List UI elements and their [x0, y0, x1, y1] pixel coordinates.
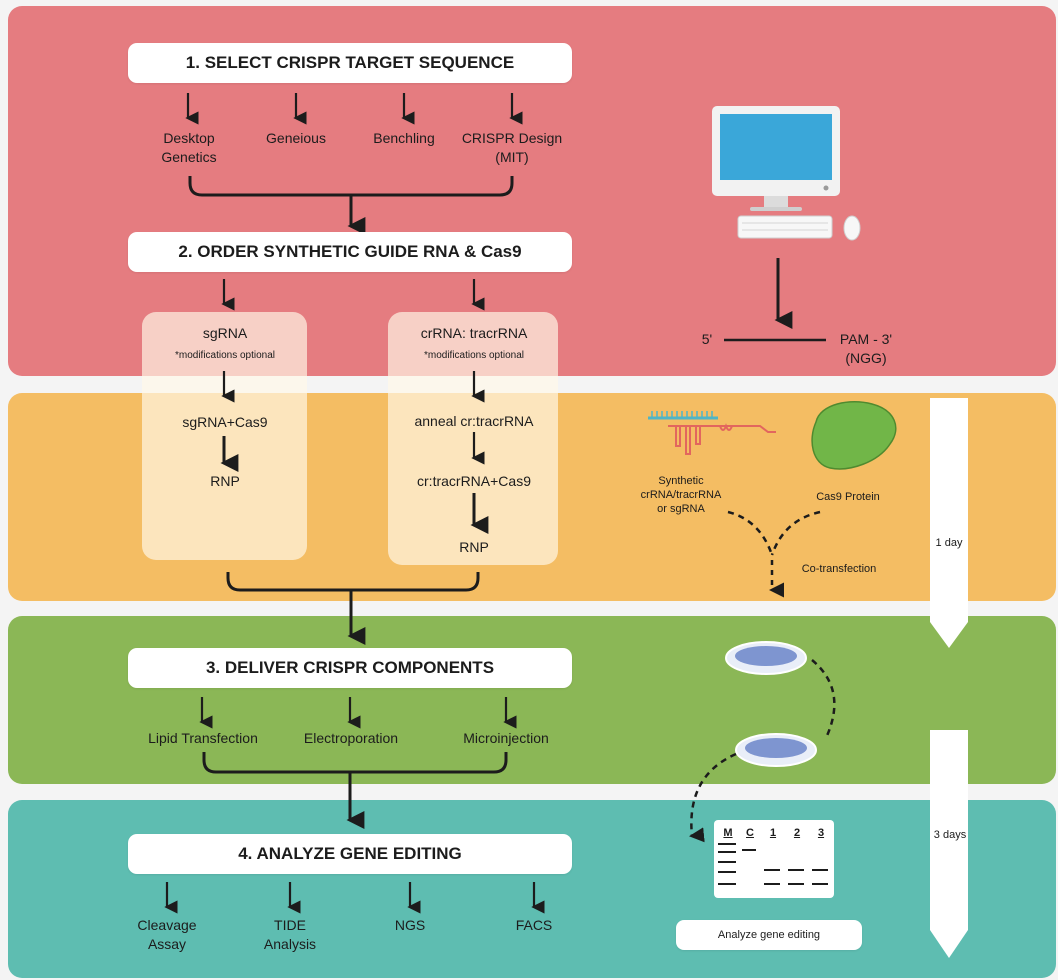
option-cleavage-assay: Cleavage Assay: [137, 917, 197, 952]
timeline-arrow-1day: [930, 398, 968, 648]
option-benchling: Benchling: [373, 130, 435, 146]
rna-strand-icon: [648, 411, 776, 455]
gel-lane-label: 2: [793, 827, 801, 839]
cotransfection-label: Co-transfection: [801, 563, 877, 575]
synthetic-rna-label: Synthetic crRNA/tracrRNA or sgRNA: [640, 475, 722, 515]
option-microinjection: Microinjection: [463, 730, 549, 746]
five-prime-label: 5': [701, 331, 713, 347]
petri-dish-icon: [725, 641, 807, 675]
timeline-1day: 1 day: [935, 537, 963, 549]
timeline-3days: 3 days: [933, 829, 967, 841]
option-geneious: Geneious: [266, 130, 326, 146]
sgrna-step-rnp: RNP: [210, 473, 240, 489]
pam-label: PAM - 3' (NGG): [839, 331, 893, 366]
gel-lane-label: C: [746, 827, 754, 839]
option-crispr-design: CRISPR Design (MIT): [461, 130, 563, 165]
petri-dish-icon: [735, 733, 817, 767]
computer-icon: [712, 106, 861, 241]
crrna-title: crRNA: tracrRNA: [420, 325, 528, 341]
gel-lane-label: 3: [817, 827, 825, 839]
step-2-title: 2. ORDER SYNTHETIC GUIDE RNA & Cas9: [128, 232, 572, 272]
gel-lane-label: 1: [769, 827, 777, 839]
step-3-title: 3. DELIVER CRISPR COMPONENTS: [128, 648, 572, 688]
option-ngs: NGS: [394, 917, 426, 933]
cas9-protein-label: Cas9 Protein: [816, 491, 880, 503]
option-desktop-genetics: Desktop Genetics: [161, 130, 217, 165]
step-4-title: 4. ANALYZE GENE EDITING: [128, 834, 572, 874]
crrna-note: *modifications optional: [423, 350, 525, 361]
step-1-title: 1. SELECT CRISPR TARGET SEQUENCE: [128, 43, 572, 83]
analyze-gene-editing-box: Analyze gene editing: [676, 920, 862, 950]
sgrna-step-cas9: sgRNA+Cas9: [182, 414, 268, 430]
step3-band: [8, 616, 1056, 784]
cas9-protein-icon: [811, 401, 897, 470]
crrna-step-cas9: cr:tracrRNA+Cas9: [417, 473, 531, 489]
sgrna-note: *modifications optional: [174, 350, 276, 361]
option-electroporation: Electroporation: [303, 730, 399, 746]
option-facs: FACS: [515, 917, 553, 933]
step4-band: [8, 800, 1056, 978]
timeline-arrow-3days: [930, 730, 968, 958]
gel-icon: [714, 820, 834, 898]
sgrna-title: sgRNA: [202, 325, 248, 341]
crrna-step-anneal: anneal cr:tracrRNA: [414, 413, 534, 429]
gel-lane-label: M: [723, 827, 733, 839]
option-tide-analysis: TIDE Analysis: [263, 917, 317, 952]
option-lipid-transfection: Lipid Transfection: [148, 730, 258, 746]
crrna-step-rnp: RNP: [459, 539, 489, 555]
